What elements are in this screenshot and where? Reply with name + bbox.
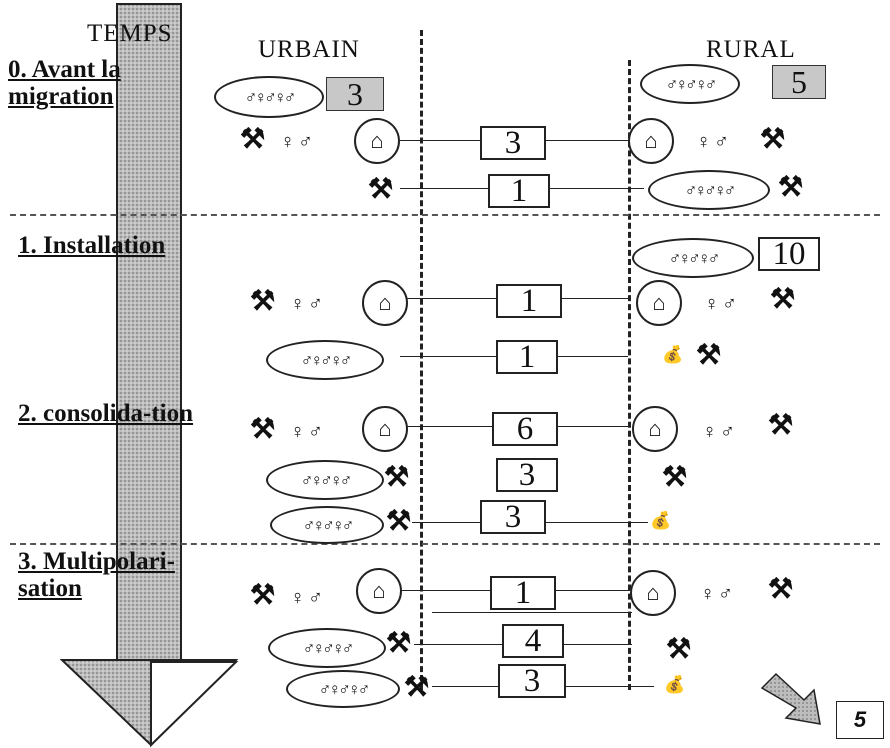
flow-count-box: 3 — [496, 458, 558, 492]
couple-icon: ♀♂ — [704, 293, 740, 315]
urban-family-icon: ♂♀♂♀♂ — [266, 460, 384, 500]
flow-count-box: 1 — [496, 284, 562, 318]
tool-icon: ⚒ — [404, 672, 430, 703]
rural-house-icon: ⌂ — [636, 280, 682, 326]
flow-count-box: 1 — [496, 340, 558, 374]
tool-icon: ⚒ — [770, 284, 796, 315]
tool-icon: ⚒ — [386, 628, 412, 659]
urban-family-icon: ♂♀♂♀♂ — [286, 670, 400, 708]
money-bag-icon: 💰 — [664, 675, 686, 694]
tool-icon: ⚒ — [662, 462, 688, 493]
time-label: TEMPS — [87, 20, 173, 47]
tool-icon: ⚒ — [368, 174, 394, 205]
couple-icon: ♀♂ — [290, 293, 326, 315]
urban-house-icon: ⌂ — [354, 118, 400, 164]
couple-icon: ♀♂ — [290, 587, 326, 609]
tool-icon: ⚒ — [768, 410, 794, 441]
stage-0-label: 0. Avant la migration — [8, 56, 121, 110]
urban-divider — [420, 30, 423, 690]
separator-stage-3 — [10, 543, 880, 545]
rural-family-count: 5 — [772, 65, 826, 99]
tool-icon: ⚒ — [250, 580, 276, 611]
flow-count-box: 3 — [498, 664, 566, 698]
separator-stage-1 — [10, 214, 880, 216]
urban-family-icon: ♂♀♂♀♂ — [266, 340, 384, 380]
tool-icon: ⚒ — [778, 172, 804, 203]
money-bag-icon: 💰 — [662, 345, 684, 364]
tool-icon: ⚒ — [696, 340, 722, 371]
tool-icon: ⚒ — [384, 462, 410, 493]
footer-number-box: 5 — [836, 701, 884, 739]
rural-family-icon: ♂♀♂♀♂ — [640, 64, 740, 104]
rural-divider — [628, 60, 631, 690]
couple-icon: ♀♂ — [700, 583, 736, 605]
flow-count-box: 6 — [492, 412, 558, 446]
rural-family-icon: ♂♀♂♀♂ — [648, 170, 770, 210]
flow-count-box: 3 — [480, 126, 546, 160]
couple-icon: ♀♂ — [280, 131, 316, 153]
stage-1-label: 1. Installation — [18, 232, 166, 259]
rural-house-icon: ⌂ — [630, 570, 676, 616]
flow-count-box: 1 — [488, 174, 550, 208]
urban-family-icon: ♂♀♂♀♂ — [268, 628, 386, 668]
urban-house-icon: ⌂ — [362, 280, 408, 326]
tool-icon: ⚒ — [760, 124, 786, 155]
flow-count-box: 1 — [490, 576, 556, 610]
rural-family-count: 10 — [758, 237, 820, 271]
tool-icon: ⚒ — [768, 574, 794, 605]
urban-family-icon: ♂♀♂♀♂ — [214, 76, 324, 118]
urban-house-icon: ⌂ — [356, 568, 402, 614]
flow-count-box: 4 — [502, 624, 564, 658]
money-bag-icon: 💰 — [650, 511, 672, 530]
stage-2-label: 2. consolida-tion — [18, 400, 194, 427]
couple-icon: ♀♂ — [696, 131, 732, 153]
rural-house-icon: ⌂ — [628, 118, 674, 164]
tool-icon: ⚒ — [240, 124, 266, 155]
footer-number: 5 — [853, 707, 867, 732]
tool-icon: ⚒ — [666, 634, 692, 665]
diagonal-arrow-icon — [760, 672, 821, 725]
rural-house-icon: ⌂ — [632, 406, 678, 452]
flow-count-box: 3 — [480, 500, 546, 534]
rural-header: RURAL — [706, 36, 796, 63]
urban-house-icon: ⌂ — [362, 406, 408, 452]
tool-icon: ⚒ — [250, 286, 276, 317]
urban-header: URBAIN — [258, 36, 360, 63]
stage-3-label: 3. Multipolari-sation — [18, 548, 175, 602]
rural-family-icon: ♂♀♂♀♂ — [632, 238, 754, 278]
link-line — [432, 612, 632, 613]
tool-icon: ⚒ — [386, 506, 412, 537]
tool-icon: ⚒ — [250, 414, 276, 445]
couple-icon: ♀♂ — [290, 421, 326, 443]
time-arrow-icon — [60, 3, 239, 748]
urban-family-count: 3 — [326, 77, 384, 111]
couple-icon: ♀♂ — [702, 421, 738, 443]
urban-family-icon: ♂♀♂♀♂ — [270, 506, 384, 544]
